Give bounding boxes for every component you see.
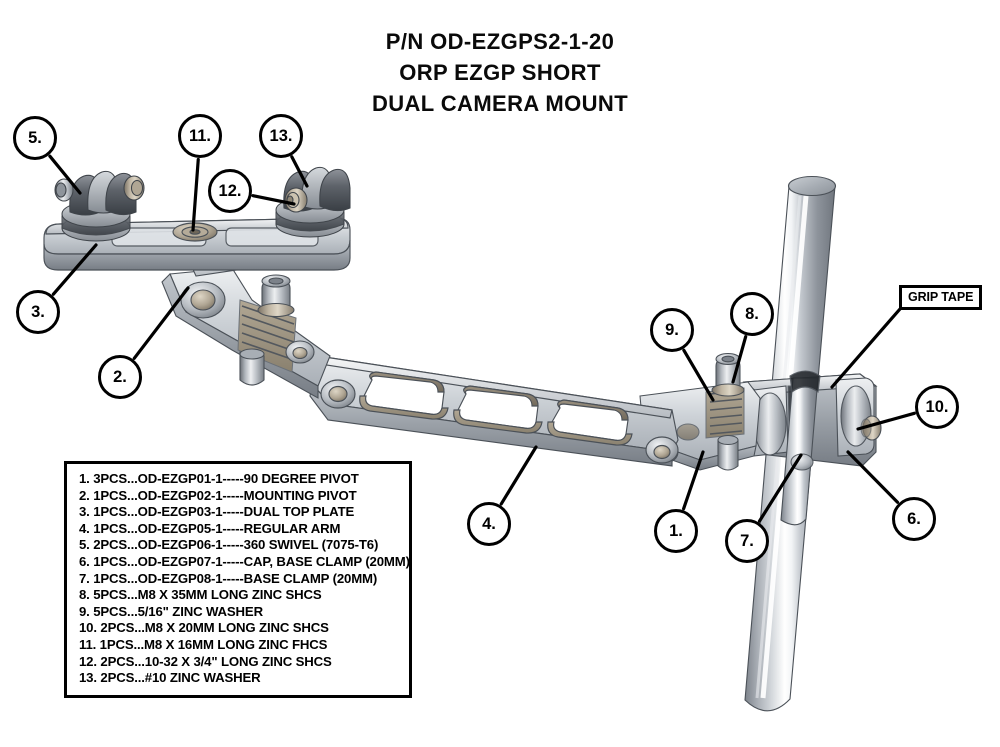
clamp-bolt-10 xyxy=(860,415,882,441)
swivel-right xyxy=(275,166,351,238)
callout-balloon-7: 7. xyxy=(725,519,769,563)
parts-list-row: 2. 1PCS...OD-EZGP02-1-----MOUNTING PIVOT xyxy=(79,487,357,503)
parts-list-row: 13. 2PCS...#10 ZINC WASHER xyxy=(79,670,261,686)
callout-balloon-6: 6. xyxy=(892,497,936,541)
grip-tape-label: GRIP TAPE xyxy=(899,285,983,310)
callout-balloon-12: 12. xyxy=(208,169,252,213)
callout-balloon-13: 13. xyxy=(259,114,303,158)
parts-list-row: 7. 1PCS...OD-EZGP08-1-----BASE CLAMP (20… xyxy=(79,570,378,586)
shcs-head-mid xyxy=(257,274,295,318)
parts-list-row: 6. 1PCS...OD-EZGP07-1-----CAP, BASE CLAM… xyxy=(79,553,410,569)
parts-list-row: 11. 1PCS...M8 X 16MM LONG ZINC FHCS xyxy=(79,636,328,652)
callout-balloon-1: 1. xyxy=(654,509,698,553)
callout-balloon-5: 5. xyxy=(13,116,57,160)
mounting-pivot-assembly xyxy=(161,249,331,399)
parts-list-row: 1. 3PCS...OD-EZGP01-1-----90 DEGREE PIVO… xyxy=(79,471,359,486)
callout-balloon-11: 11. xyxy=(178,114,222,158)
callout-balloon-3: 3. xyxy=(16,290,60,334)
parts-list-row: 8. 5PCS...M8 X 35MM LONG ZINC SHCS xyxy=(79,587,322,603)
regular-arm xyxy=(309,355,679,467)
callout-balloon-10: 10. xyxy=(915,385,959,429)
callout-balloon-4: 4. xyxy=(467,502,511,546)
callout-balloon-9: 9. xyxy=(650,308,694,352)
fhcs-11 xyxy=(172,222,218,242)
parts-list-row: 3. 1PCS...OD-EZGP03-1-----DUAL TOP PLATE xyxy=(79,504,355,520)
parts-list-row: 5. 2PCS...OD-EZGP06-1-----360 SWIVEL (70… xyxy=(79,537,379,553)
parts-list-row: 4. 1PCS...OD-EZGP05-1-----REGULAR ARM xyxy=(79,520,341,536)
parts-list-row: 10. 2PCS...M8 X 20MM LONG ZINC SHCS xyxy=(79,620,329,636)
shcs-head-8 xyxy=(711,352,745,397)
parts-list-row: 9. 5PCS...5/16" ZINC WASHER xyxy=(79,603,263,619)
swivel-bolt-right xyxy=(284,187,308,213)
parts-list-legend: 1. 3PCS...OD-EZGP01-1-----90 DEGREE PIVO… xyxy=(64,461,412,698)
parts-list-row: 12. 2PCS...10-32 X 3/4" LONG ZINC SHCS xyxy=(79,653,332,669)
arm-cutouts xyxy=(359,371,633,446)
callout-balloon-2: 2. xyxy=(98,355,142,399)
callout-balloon-8: 8. xyxy=(730,292,774,336)
